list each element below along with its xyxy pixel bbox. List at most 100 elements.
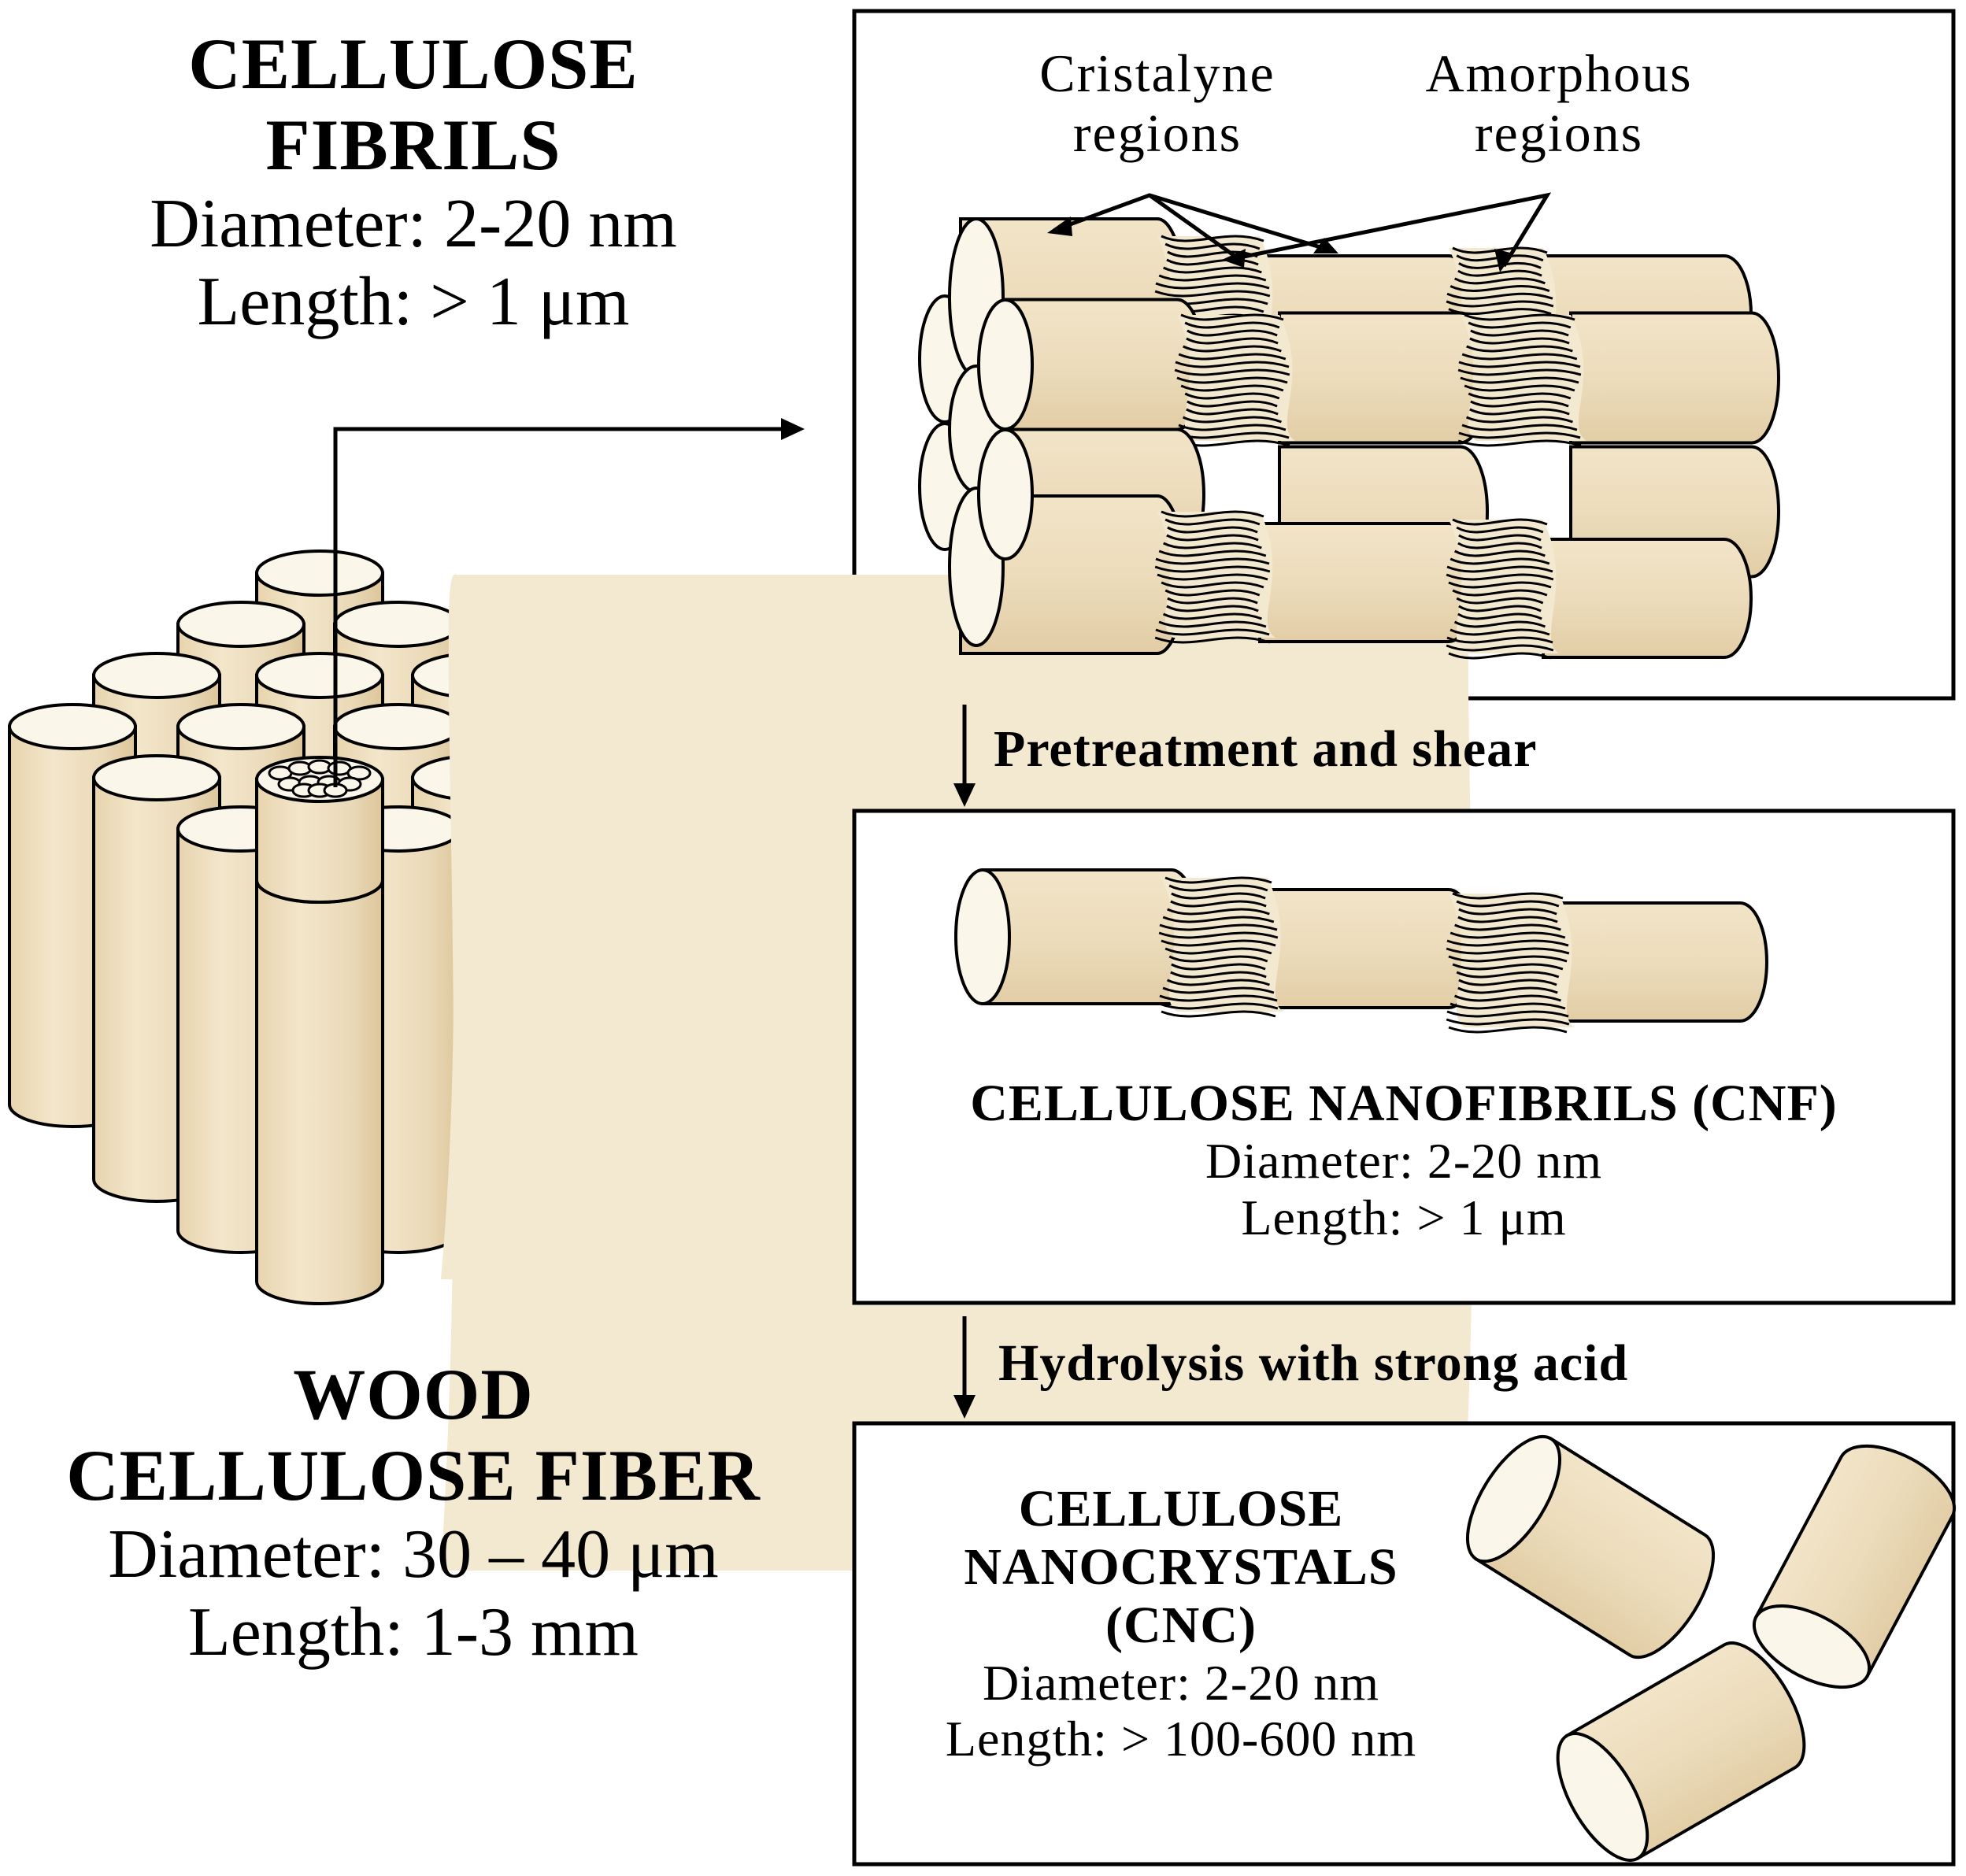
amorphous-strand — [1458, 605, 1542, 612]
cnf-title: CELLULOSE NANOFIBRILS (CNF) — [970, 1075, 1838, 1132]
cnc-diameter: Diameter: 2-20 nm — [983, 1654, 1379, 1711]
amorphous-strand — [1187, 329, 1278, 337]
amorphous-strand — [1461, 424, 1578, 431]
amorphous-strand — [1446, 636, 1553, 644]
cnc-title-line-2: NANOCRYSTALS — [964, 1537, 1398, 1596]
amorphous-strand — [1186, 337, 1279, 345]
amorphous-strand — [1170, 900, 1267, 908]
amorphous-strand — [1456, 900, 1560, 908]
amorphous-strand — [1450, 628, 1550, 636]
amorphous-strand — [1469, 337, 1570, 345]
amorphous-strand — [1176, 376, 1288, 384]
amorphous-strand — [1453, 549, 1546, 557]
fibril-end — [287, 760, 313, 776]
amorphous-strand — [1466, 345, 1573, 353]
fiber-to-fibril-arrow — [333, 427, 787, 787]
amorphous-strand — [1171, 963, 1266, 971]
amorphous-strand — [1448, 581, 1552, 589]
cylinder-end — [954, 868, 1011, 1005]
amorphous-strand — [1167, 526, 1258, 534]
amorphous-strand — [1458, 979, 1557, 986]
cylinder-body — [1258, 522, 1477, 643]
amorphous-strand — [1182, 416, 1282, 424]
crystalline-segment — [1542, 538, 1753, 659]
cnf-label: CELLULOSE NANOFIBRILS (CNF) Diameter: 2-… — [854, 1075, 1953, 1245]
fiber-cylinder — [255, 857, 384, 1305]
amorphous-strand — [1164, 518, 1261, 526]
amorphous-strand — [1446, 565, 1553, 573]
amorphous-strand — [1457, 612, 1542, 620]
amorphous-strand — [1161, 939, 1276, 947]
amorphous-strand — [1154, 290, 1271, 298]
amorphous-strand — [1170, 971, 1267, 979]
cnc-length: Length: > 100-600 nm — [945, 1711, 1417, 1767]
amorphous-strand — [1453, 994, 1561, 1002]
amorphous-strand — [1167, 908, 1270, 916]
cylinder-top — [176, 703, 305, 750]
nanocrystal-end — [1752, 1604, 1872, 1689]
cnf-fibril-illustration — [954, 868, 1768, 1034]
crystalline-segment — [1258, 522, 1477, 643]
amorphous-strand — [1180, 384, 1284, 392]
arrow-head — [781, 418, 805, 440]
amorphous-strand — [1446, 947, 1570, 955]
cylinder-top — [92, 652, 221, 699]
amorphous-strand — [1167, 597, 1258, 605]
amorphous-strand — [1174, 368, 1290, 376]
cnc-title-line-3: (CNC) — [1105, 1596, 1257, 1654]
cylinder-body — [255, 879, 384, 1305]
amorphous-strand — [1164, 589, 1261, 597]
amorphous-strand — [1450, 285, 1550, 293]
cylinder-body — [1557, 901, 1768, 1023]
amorphous-strand — [1452, 518, 1548, 526]
amorphous-strand — [1175, 361, 1290, 368]
amorphous-region — [1158, 876, 1283, 1018]
amorphous-strand — [1458, 534, 1542, 542]
amorphous-strand — [1162, 986, 1275, 994]
amorphous-region — [1154, 510, 1275, 644]
cylinder-top — [333, 703, 462, 750]
amorphous-strand — [1162, 612, 1262, 620]
amorphous-region — [1457, 313, 1586, 447]
amorphous-strand — [1464, 384, 1575, 392]
fibril-end-cap — [977, 298, 1034, 431]
amorphous-strand — [1183, 345, 1282, 353]
amorphous-strand — [1470, 329, 1569, 337]
cylinder-top — [255, 652, 384, 699]
fibrils-diameter: Diameter: 2-20 nm — [150, 186, 677, 263]
amorphous-strand — [1158, 549, 1267, 557]
amorphous-strand — [1468, 321, 1572, 329]
step-pretreatment-label: Pretreatment and shear — [994, 720, 1538, 778]
amorphous-strand — [1456, 971, 1560, 979]
amorphous-line-1: Amorphous — [1425, 43, 1693, 103]
amorphous-strand — [1184, 392, 1280, 400]
nanocrystal — [1752, 1444, 1957, 1689]
amorphous-strand — [1159, 994, 1278, 1002]
fiber-label: WOOD CELLULOSE FIBER Diameter: 30 – 40 μ… — [31, 1354, 795, 1671]
amorphous-strand — [1166, 534, 1259, 542]
amorphous-strand — [1180, 313, 1284, 321]
amorphous-strand — [1167, 250, 1258, 258]
crystalline-segment — [954, 868, 1200, 1005]
amorphous-strand — [1457, 439, 1582, 447]
fibril-core-cylinder — [255, 756, 384, 904]
amorphous-strand — [1450, 1002, 1566, 1010]
amorphous-region — [1446, 518, 1559, 660]
amorphous-strand — [1457, 986, 1558, 994]
amorphous-strand — [1158, 274, 1267, 282]
cnf-diameter: Diameter: 2-20 nm — [1205, 1132, 1602, 1189]
amorphous-strand — [1166, 979, 1270, 986]
crystalline-line-1: Cristalyne — [1039, 43, 1275, 103]
amorphous-strand — [1161, 510, 1264, 518]
cnf-length: Length: > 1 μm — [1241, 1189, 1567, 1245]
fiber-title-line-2: CELLULOSE FIBER — [66, 1435, 761, 1516]
fibrils-title-line-2: FIBRILS — [265, 105, 561, 186]
cylinder-body — [1542, 538, 1753, 659]
nanocrystal-end — [1556, 1732, 1649, 1862]
amorphous-strand — [1458, 261, 1542, 269]
amorphous-strand — [1178, 424, 1287, 431]
amorphous-strand — [1458, 431, 1581, 439]
cylinder-top — [92, 754, 221, 801]
amorphous-strand — [1461, 353, 1578, 361]
